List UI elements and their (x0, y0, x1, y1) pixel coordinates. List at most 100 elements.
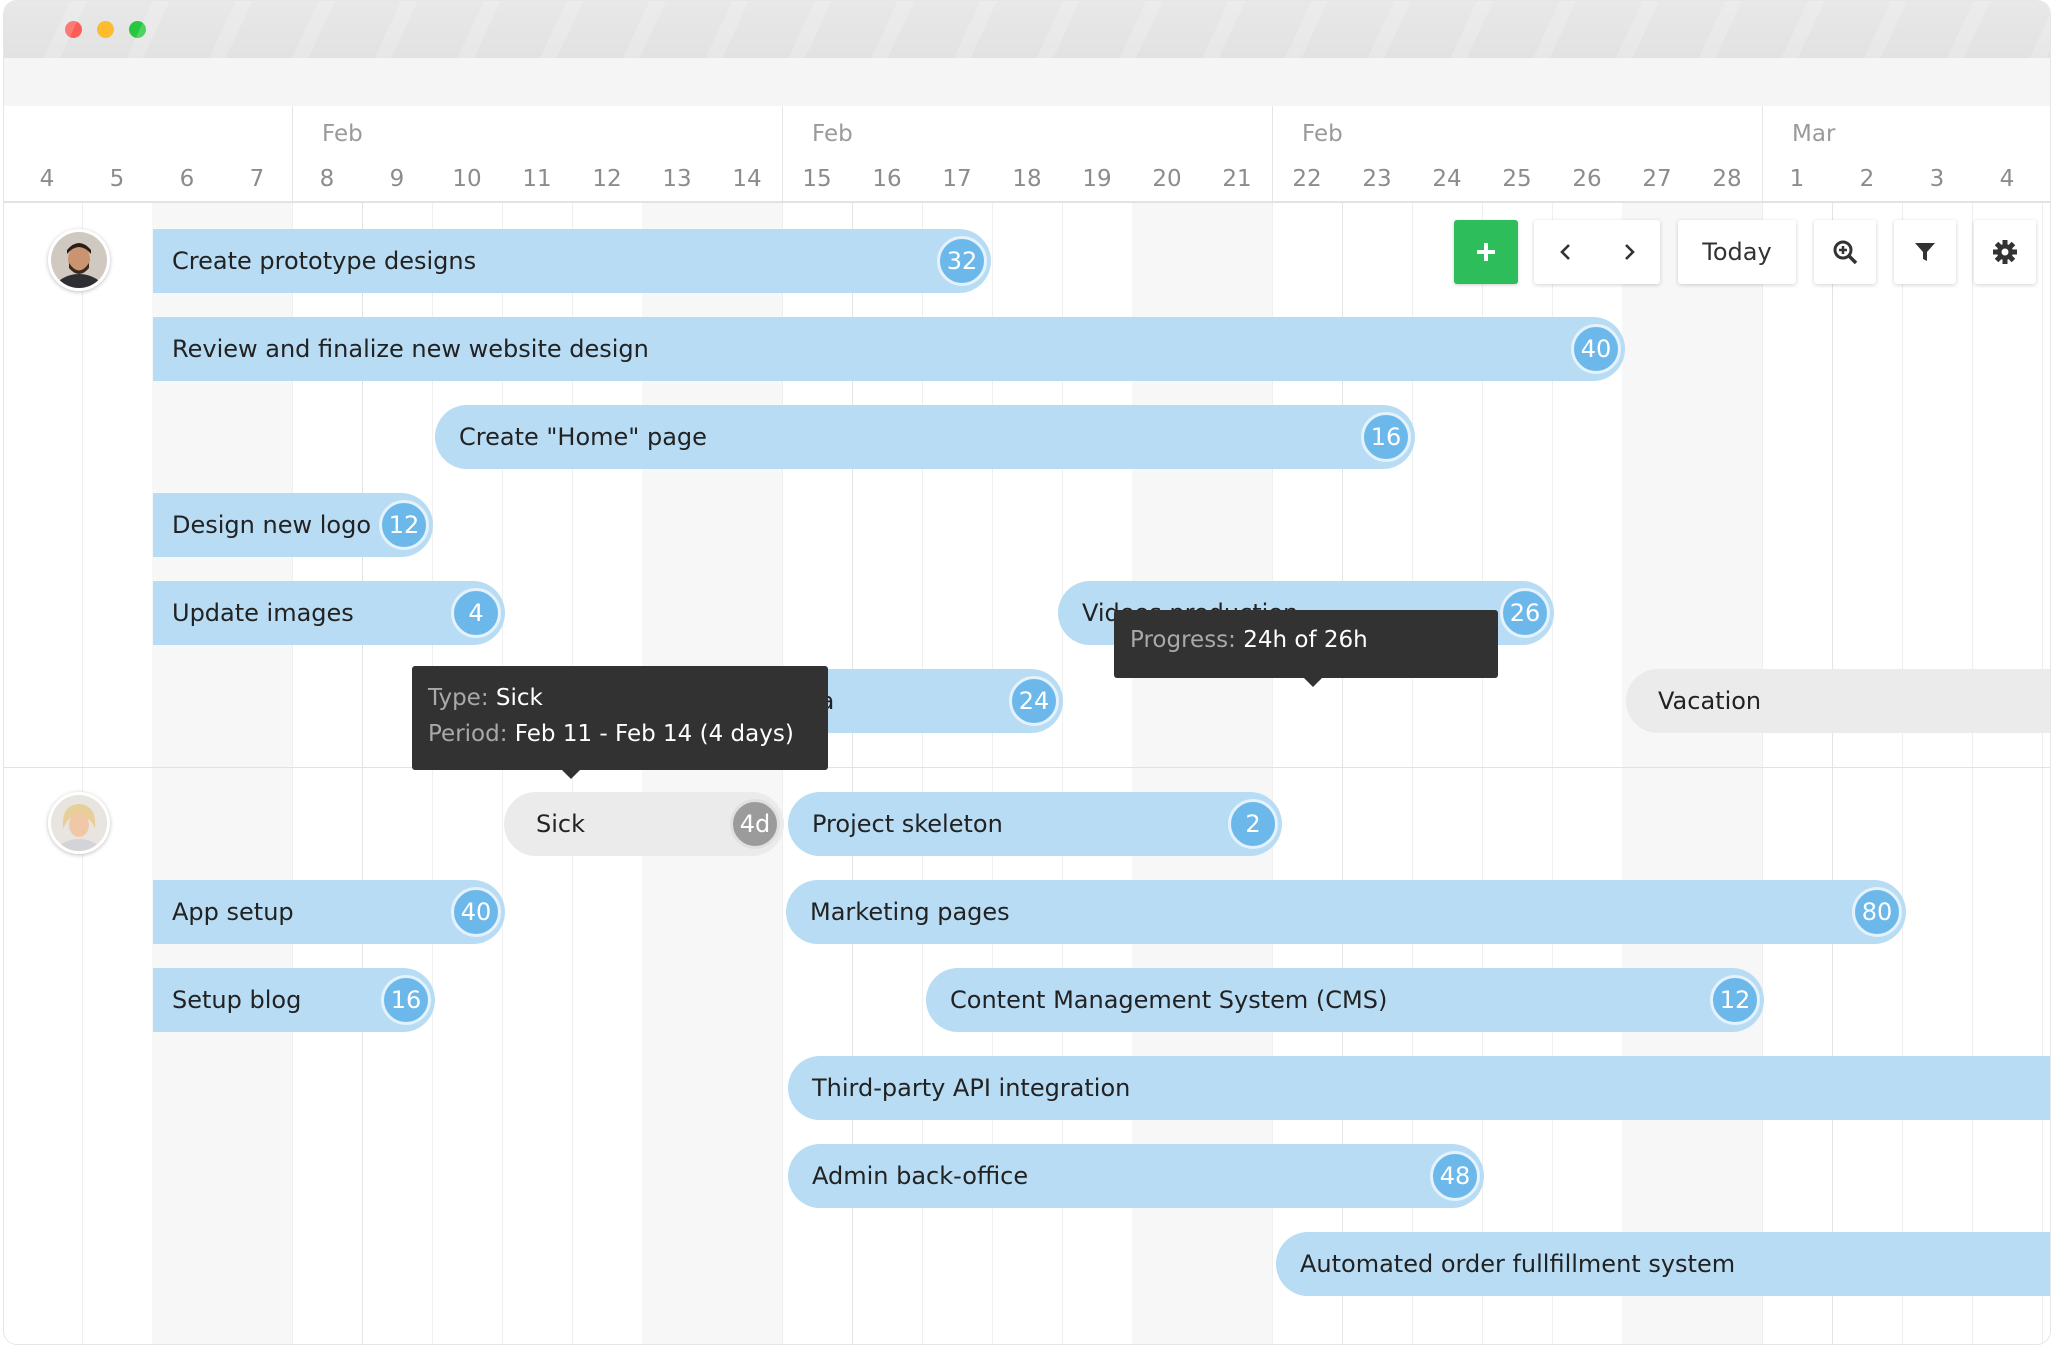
day-label: 25 (1502, 166, 1532, 192)
hours-badge: 2 (1228, 799, 1278, 849)
today-button[interactable]: Today (1678, 220, 1796, 284)
task-label: Content Management System (CMS) (950, 986, 1388, 1014)
day-label: 17 (942, 166, 972, 192)
day-label: 9 (389, 166, 405, 192)
weekend-column (222, 202, 292, 1344)
task-label: App setup (172, 898, 294, 926)
day-label: 23 (1362, 166, 1392, 192)
day-label: 28 (1712, 166, 1742, 192)
progress-tooltip: Progress: 24h of 26h (1114, 610, 1498, 687)
day-label: 2 (1859, 166, 1875, 192)
day-label: 10 (452, 166, 482, 192)
weekend-column (642, 202, 712, 1344)
hours-badge: 40 (1571, 324, 1621, 374)
hours-badge: 12 (379, 500, 429, 550)
task-bar[interactable]: Review and finalize new website design 4… (153, 317, 1625, 381)
hours-badge: 48 (1430, 1151, 1480, 1201)
task-bar[interactable]: Create "Home" page 16 (435, 405, 1415, 469)
day-label: 19 (1082, 166, 1112, 192)
grid-line (1342, 202, 1343, 1344)
month-label: Mar (1792, 121, 1836, 147)
absence-label: Sick (536, 810, 585, 838)
weekend-column (1692, 202, 1762, 1344)
absence-label: Vacation (1658, 687, 1762, 715)
grid-line (922, 202, 923, 1344)
grid-line (852, 202, 853, 1344)
grid-line (1272, 202, 1273, 1344)
settings-button[interactable] (1974, 220, 2036, 284)
task-label: Third-party API integration (812, 1074, 1131, 1102)
zoom-button[interactable] (1814, 220, 1876, 284)
task-label: Marketing pages (810, 898, 1010, 926)
task-bar[interactable]: Project skeleton 2 (788, 792, 1282, 856)
day-label: 7 (249, 166, 265, 192)
grid-line (1762, 202, 1763, 1344)
add-task-button[interactable] (1454, 220, 1518, 284)
grid-line (1482, 202, 1483, 1344)
hours-badge: 26 (1500, 588, 1550, 638)
grid-line (1552, 202, 1553, 1344)
task-bar[interactable]: Marketing pages 80 (786, 880, 1906, 944)
row-separator (4, 767, 2050, 768)
task-bar[interactable]: Update images 4 (153, 581, 505, 645)
task-bar[interactable]: App setup 40 (153, 880, 505, 944)
task-bar[interactable]: Setup blog 16 (153, 968, 435, 1032)
task-bar[interactable]: Admin back-office 48 (788, 1144, 1484, 1208)
task-label: Automated order fullfillment system (1300, 1250, 1736, 1278)
grid-line (362, 202, 363, 1344)
title-bar (4, 1, 2050, 58)
month-label: Feb (1302, 121, 1343, 147)
day-label: 4 (1999, 166, 2015, 192)
weekend-column (1622, 202, 1692, 1344)
hours-badge: 16 (381, 975, 431, 1025)
task-label: Admin back-office (812, 1162, 1029, 1190)
grid-line (502, 202, 503, 1344)
day-label: 13 (662, 166, 692, 192)
task-label: Design new logo (172, 511, 371, 539)
task-bar[interactable]: Create prototype designs 32 (153, 229, 991, 293)
day-label: 24 (1432, 166, 1462, 192)
day-label: 27 (1642, 166, 1672, 192)
day-label: 21 (1222, 166, 1252, 192)
days-badge: 4d (730, 799, 780, 849)
previous-button[interactable] (1534, 220, 1597, 284)
gear-icon (1993, 240, 2017, 264)
close-window-button[interactable] (65, 21, 82, 38)
grid-line (1832, 202, 1833, 1344)
filter-button[interactable] (1894, 220, 1956, 284)
hours-badge: 12 (1710, 975, 1760, 1025)
minimize-window-button[interactable] (97, 21, 114, 38)
hours-badge: 80 (1852, 887, 1902, 937)
day-label: 22 (1292, 166, 1322, 192)
task-bar[interactable]: Content Management System (CMS) 12 (926, 968, 1764, 1032)
vacation-bar[interactable]: Vacation (1626, 669, 2050, 733)
day-label: 1 (1789, 166, 1805, 192)
week-separator (1272, 106, 1273, 201)
man-avatar[interactable] (48, 229, 110, 291)
task-label: Project skeleton (812, 810, 1003, 838)
week-separator (782, 106, 783, 201)
task-bar[interactable]: Automated order fullfillment system (1276, 1232, 2050, 1296)
absence-tooltip: Type: Sick Period: Feb 11 - Feb 14 (4 da… (412, 666, 828, 779)
task-bar[interactable]: Design new logo 12 (153, 493, 433, 557)
grid-line (992, 202, 993, 1344)
grid-line (1412, 202, 1413, 1344)
day-label: 4 (39, 166, 55, 192)
day-label: 8 (319, 166, 335, 192)
day-label: 3 (1929, 166, 1945, 192)
top-toolbar-area (4, 58, 2050, 106)
task-bar[interactable]: Third-party API integration (788, 1056, 2050, 1120)
grid-line (782, 202, 783, 1344)
zoom-window-button[interactable] (129, 21, 146, 38)
woman-avatar[interactable] (48, 792, 110, 854)
tooltip-value: 24h of 26h (1243, 627, 1368, 653)
grid-line (2042, 202, 2043, 1344)
day-label: 14 (732, 166, 762, 192)
sick-bar[interactable]: Sick 4d (504, 792, 784, 856)
day-label: 26 (1572, 166, 1602, 192)
next-button[interactable] (1597, 220, 1660, 284)
timeline-body: Create prototype designs 32 Review and f… (4, 202, 2050, 1344)
month-label: Feb (322, 121, 363, 147)
